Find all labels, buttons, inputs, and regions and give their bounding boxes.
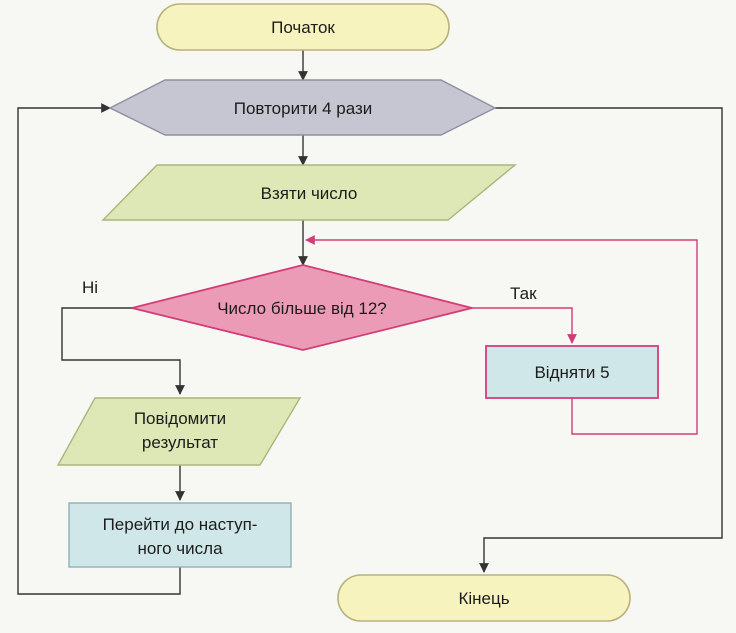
connectors (17, 50, 723, 595)
branch-no-label: Ні (82, 278, 98, 297)
loop-node: Повторити 4 рази (108, 79, 497, 136)
next-number-node: Перейти до наступ- ного числа (68, 502, 292, 568)
output-label-line2: результат (142, 433, 218, 452)
start-label: Початок (271, 18, 335, 37)
start-node: Початок (156, 3, 450, 51)
output-label-line1: Повідомити (134, 409, 226, 428)
subtract-node: Відняти 5 (485, 345, 659, 399)
end-node: Кінець (337, 574, 631, 622)
input-label: Взяти число (261, 184, 358, 203)
arrow-decision-yes-to-subtract (472, 307, 577, 344)
loop-label: Повторити 4 рази (234, 99, 373, 118)
branch-yes-label: Так (510, 284, 537, 303)
decision-label: Число більше від 12? (217, 299, 387, 318)
arrow-decision-no-to-output (61, 307, 185, 395)
arrow-subtract-loop-back (305, 235, 698, 435)
end-label: Кінець (458, 589, 509, 608)
input-node: Взяти число (101, 164, 517, 221)
decision-node: Число більше від 12? (131, 264, 473, 351)
arrow-next-loop-back (17, 103, 181, 595)
arrow-loop-exit-to-end (479, 107, 723, 573)
next-label-line1: Перейти до наступ- (103, 515, 258, 534)
next-label-line2: ного числа (137, 539, 223, 558)
subtract-label: Відняти 5 (534, 363, 609, 382)
output-node: Повідомити результат (56, 397, 302, 466)
